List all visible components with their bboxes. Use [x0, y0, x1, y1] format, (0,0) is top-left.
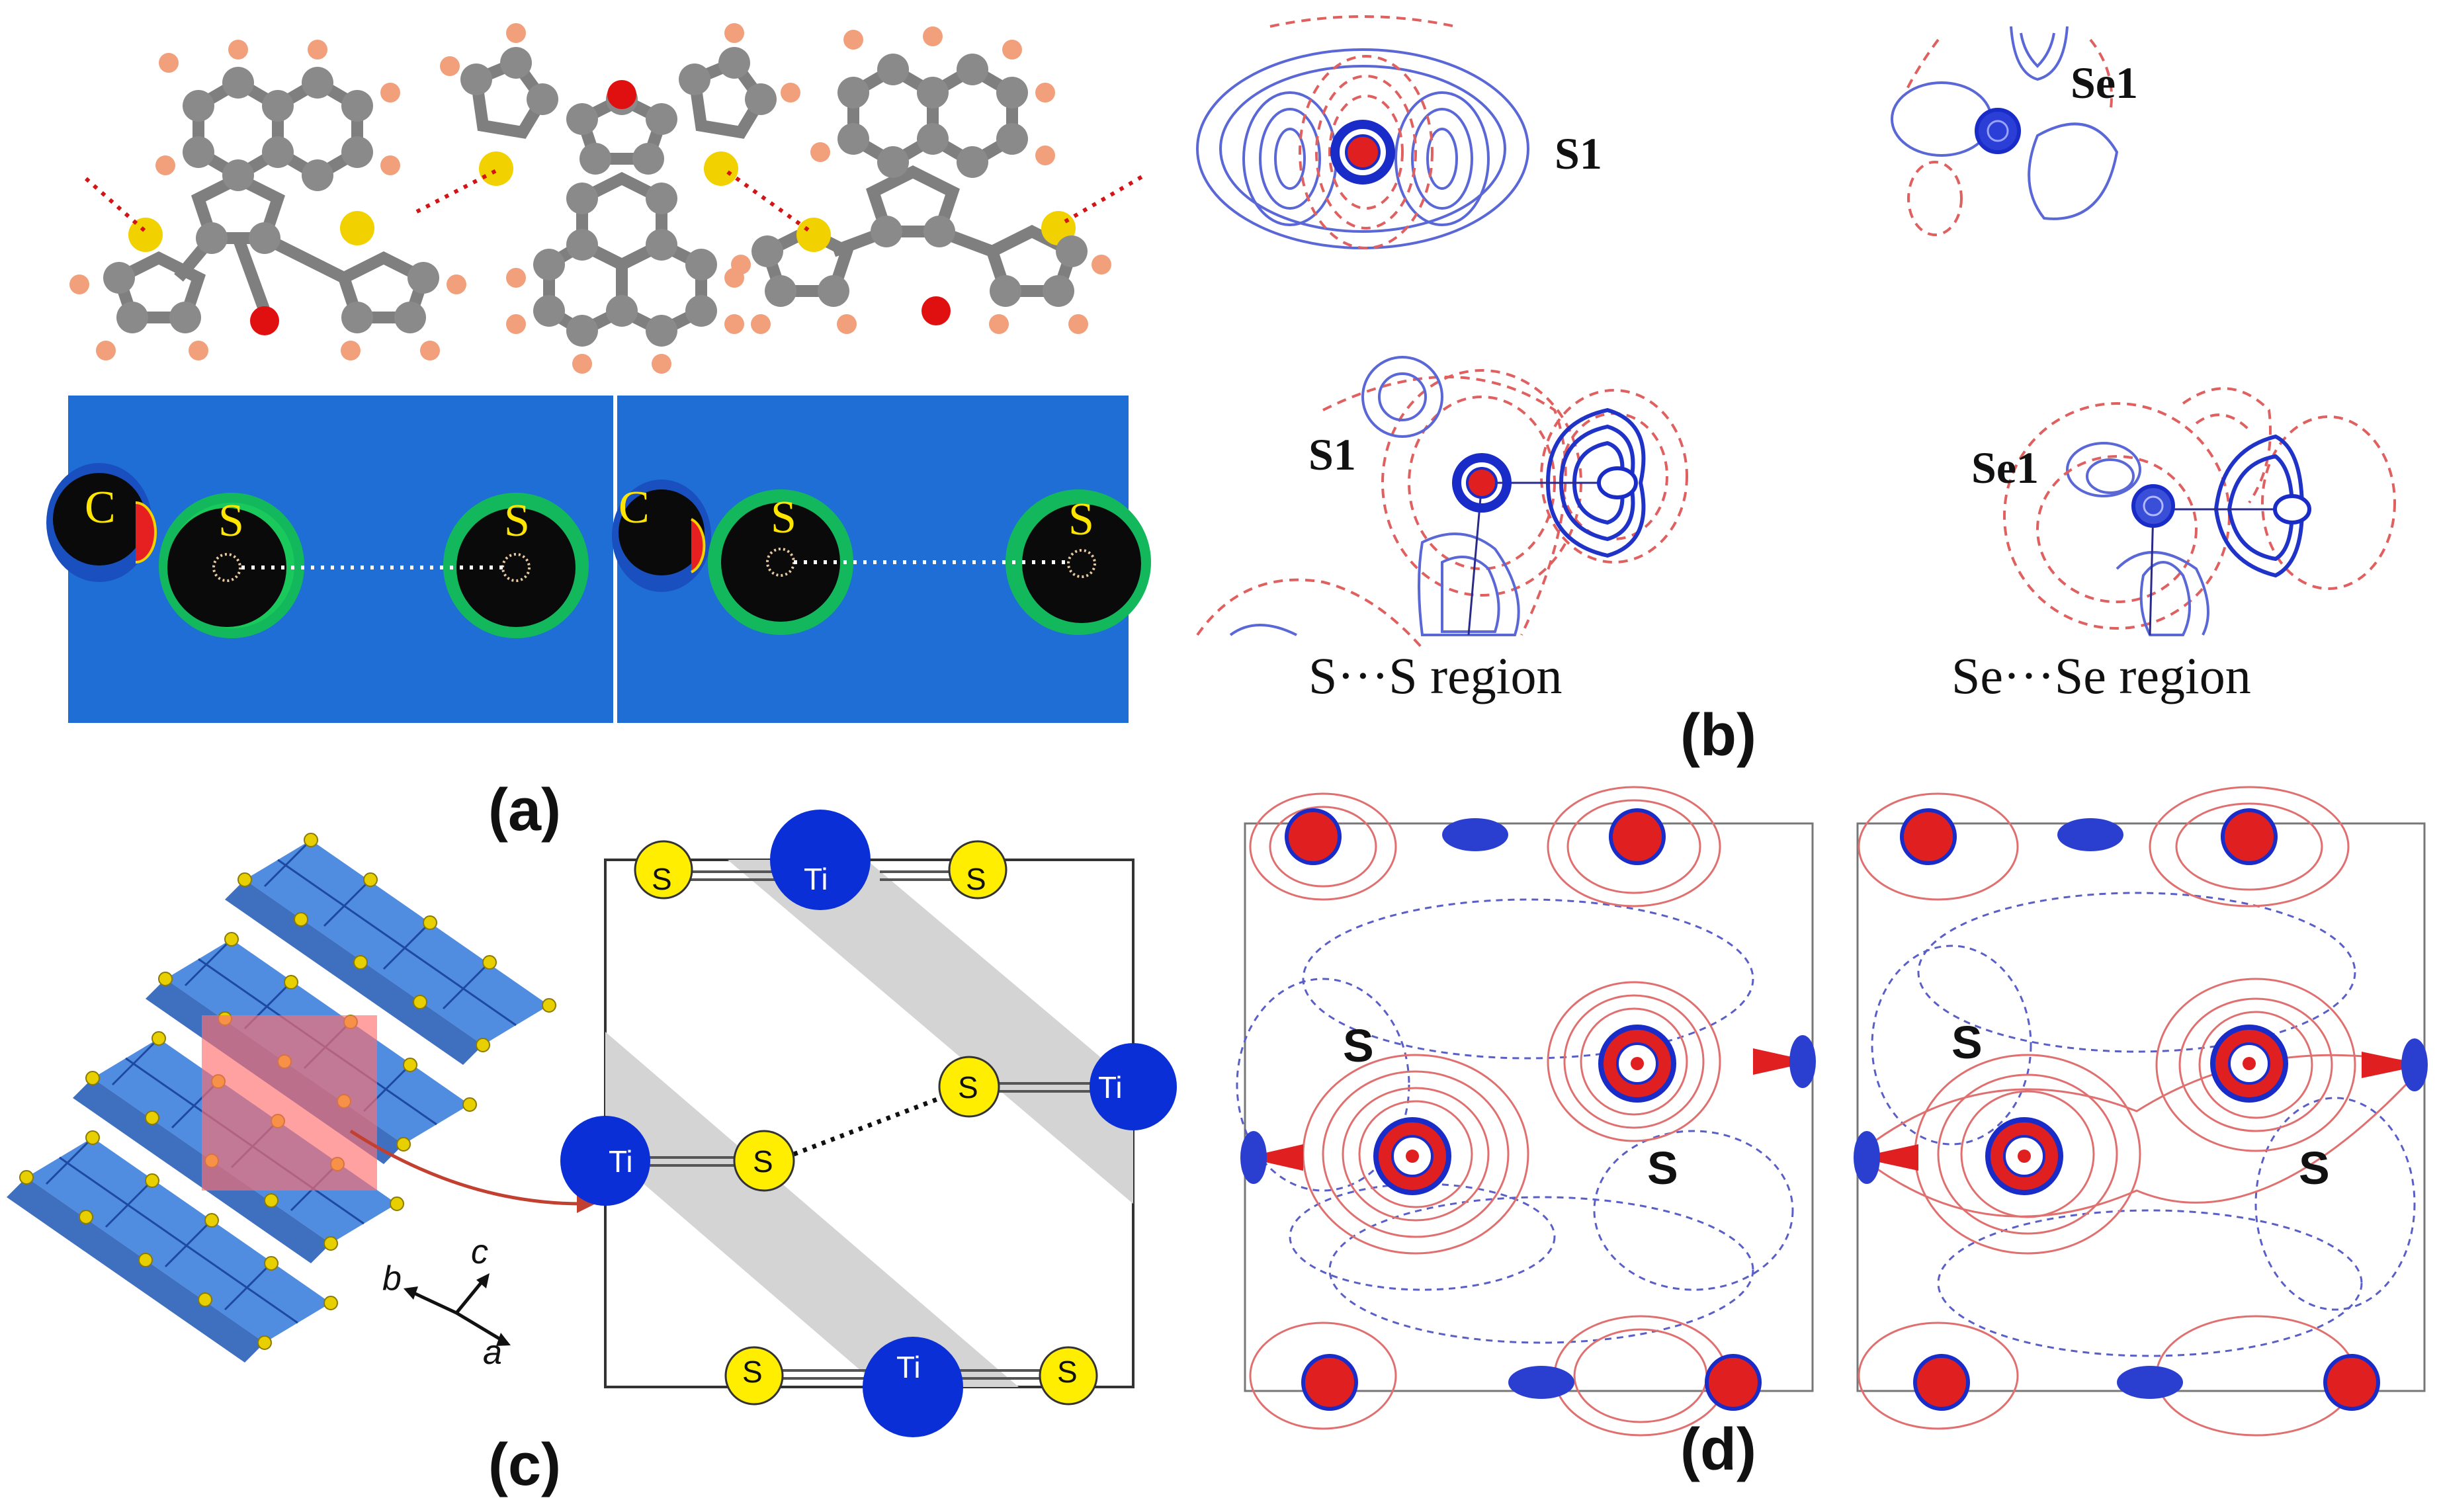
sulfur-atom-2 [948, 840, 1007, 900]
zoom-arrow [349, 1129, 583, 1206]
contour-map-d-left-frame [1244, 822, 1814, 1392]
contour-map-s1-top [1196, 15, 1529, 249]
chalcogen-bond [792, 1092, 951, 1157]
highlight-region [202, 1015, 377, 1191]
label-s-3: S [753, 1144, 773, 1179]
panel-b: S1 Se1 [1196, 15, 2396, 769]
label-s-5: S [742, 1355, 763, 1389]
atom-cores-right [1854, 808, 2428, 1411]
contour-map-d-right-frame [1856, 822, 2426, 1392]
label-s1-bottom: S1 [1308, 429, 1356, 480]
label-d-left-s-1: S [1343, 1020, 1374, 1071]
label-s-1: S [652, 862, 672, 896]
region-label-s-s: S···S region [1308, 647, 1562, 704]
label-ti-1: Ti [804, 862, 828, 896]
density-label-s-left-2: S [504, 495, 530, 546]
panel-a-label: (a) [488, 777, 561, 843]
label-d-right-s-1: S [1951, 1017, 1983, 1068]
panel-d-label: (d) [1680, 1417, 1756, 1483]
contour-map-s1-bottom [1196, 356, 1688, 650]
density-label-s-right-1: S [771, 492, 796, 543]
label-ti-2: Ti [609, 1144, 633, 1179]
molecule-structures [69, 23, 1146, 374]
atom-cores-left [1240, 808, 1816, 1411]
density-map-right [612, 480, 1151, 635]
density-label-c-left: C [85, 482, 116, 533]
stripe-1 [728, 860, 1133, 1204]
panel-b-label: (b) [1680, 702, 1756, 769]
label-s-4: S [958, 1070, 978, 1105]
molecule-right [759, 62, 1080, 297]
zoomed-lattice: S Ti S Ti S S Ti S Ti S [560, 810, 1177, 1437]
titanium-atom-2 [560, 1116, 650, 1206]
axis-arrowheads [404, 1273, 511, 1346]
negative-contours-left [1236, 898, 1794, 1344]
contour-map-d-left: S S [1236, 786, 1816, 1437]
panel-d: S S [1236, 786, 2428, 1483]
zoom-arrow-head [577, 1195, 595, 1213]
panel-c-label: (c) [488, 1432, 561, 1498]
panel-a: C S S C S S (a) [46, 23, 1151, 843]
density-map-left [46, 463, 589, 638]
axis-label-c: c [471, 1233, 488, 1271]
axis-triad [406, 1275, 507, 1345]
contour-map-d-right: S S [1854, 786, 2428, 1437]
label-ti-4: Ti [896, 1350, 921, 1384]
density-label-s-left-1: S [218, 495, 244, 546]
label-ti-3: Ti [1098, 1070, 1123, 1105]
titanium-atom-4 [863, 1337, 963, 1437]
molecule-right-atoms [731, 26, 1111, 334]
sulfur-atom-3 [733, 1130, 795, 1192]
label-s1-top: S1 [1555, 128, 1602, 179]
label-se1-top: Se1 [2071, 58, 2138, 108]
sulfur-atom-1 [634, 840, 693, 900]
molecule-middle-atoms [440, 23, 800, 374]
sulfur-atom-6 [1039, 1346, 1098, 1406]
contour-map-se1-bottom [2003, 387, 2396, 636]
density-maps: C S S C S S [46, 396, 1151, 723]
contour-map-se1-top [1891, 26, 2119, 236]
stripe-2 [605, 1032, 1019, 1387]
double-bonds [635, 870, 1092, 1380]
label-d-right-s-2: S [2299, 1142, 2330, 1194]
negative-contours-right [1871, 892, 2416, 1357]
molecule-left-atoms [69, 40, 466, 360]
interaction-lines [85, 169, 1146, 233]
axis-label-b: b [382, 1259, 402, 1298]
label-s-6: S [1057, 1355, 1078, 1389]
label-se1-bottom: Se1 [1971, 442, 2039, 493]
region-label-se-se: Se···Se region [1951, 647, 2251, 704]
titanium-atom-3 [1090, 1043, 1177, 1130]
sulfur-atom-4 [938, 1056, 1000, 1118]
titanium-atom-1 [770, 810, 871, 910]
label-d-left-s-2: S [1647, 1142, 1678, 1194]
axis-label-a: a [483, 1333, 502, 1372]
label-s-2: S [966, 862, 986, 896]
panel-c: b c a [7, 810, 1177, 1498]
density-label-c-right: C [619, 482, 650, 533]
sulfur-atom-5 [724, 1346, 784, 1406]
density-label-s-right-2: S [1068, 494, 1094, 545]
